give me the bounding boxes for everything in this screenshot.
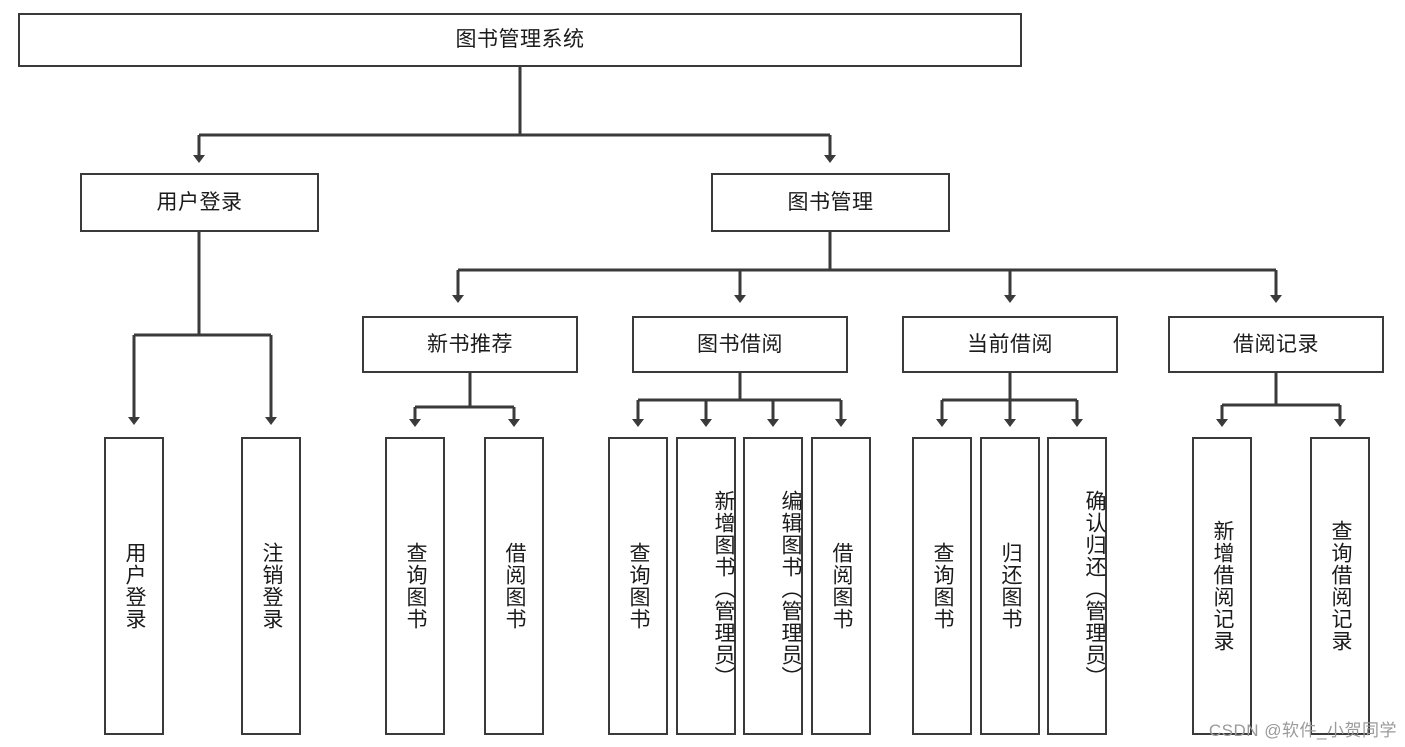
leaf-borrow-book-recommend[interactable]: 借阅图书 [484, 437, 544, 735]
node-label: 确认归还（管理员） [1083, 490, 1106, 688]
node-label: 归还图书 [999, 542, 1023, 630]
leaf-add-borrow-record[interactable]: 新增借阅记录 [1192, 437, 1252, 735]
node-label: 图书管理 [787, 190, 874, 214]
leaf-user-login[interactable]: 用户登录 [104, 437, 164, 735]
node-borrow-record[interactable]: 借阅记录 [1168, 316, 1384, 373]
leaf-add-book-admin[interactable]: 新增图书（管理员） [676, 437, 736, 735]
node-user-login[interactable]: 用户登录 [80, 173, 319, 232]
node-label: 查询借阅记录 [1329, 520, 1353, 652]
node-book-borrow[interactable]: 图书借阅 [632, 316, 848, 373]
node-label: 借阅图书 [830, 542, 854, 630]
node-label: 查询图书 [931, 542, 955, 630]
leaf-query-book-current[interactable]: 查询图书 [912, 437, 972, 735]
node-current-borrow[interactable]: 当前借阅 [902, 316, 1118, 373]
leaf-query-borrow-record[interactable]: 查询借阅记录 [1310, 437, 1370, 735]
node-label: 新增图书（管理员） [712, 490, 735, 688]
node-label: 新书推荐 [427, 332, 513, 356]
node-root[interactable]: 图书管理系统 [18, 13, 1022, 67]
watermark: CSDN @软件_小贺同学 [1208, 721, 1397, 740]
leaf-edit-book-admin[interactable]: 编辑图书（管理员） [743, 437, 803, 735]
leaf-return-book[interactable]: 归还图书 [980, 437, 1040, 735]
leaf-query-book-borrow[interactable]: 查询图书 [608, 437, 668, 735]
leaf-borrow-book[interactable]: 借阅图书 [811, 437, 871, 735]
node-label: 用户登录 [123, 542, 147, 630]
node-new-book-recommend[interactable]: 新书推荐 [362, 316, 578, 373]
leaf-confirm-return-admin[interactable]: 确认归还（管理员） [1047, 437, 1107, 735]
node-label: 编辑图书（管理员） [779, 490, 802, 688]
node-label: 借阅记录 [1233, 332, 1319, 356]
node-label: 图书借阅 [697, 332, 783, 356]
leaf-query-book-recommend[interactable]: 查询图书 [385, 437, 445, 735]
node-label: 用户登录 [156, 190, 243, 214]
node-label: 新增借阅记录 [1211, 520, 1235, 652]
node-label: 借阅图书 [503, 542, 527, 630]
node-label: 查询图书 [627, 542, 651, 630]
node-label: 查询图书 [404, 542, 428, 630]
leaf-logout[interactable]: 注销登录 [241, 437, 301, 735]
node-label: 图书管理系统 [455, 28, 585, 52]
node-label: 当前借阅 [967, 332, 1053, 356]
node-book-management[interactable]: 图书管理 [711, 173, 950, 232]
node-label: 注销登录 [260, 542, 284, 630]
